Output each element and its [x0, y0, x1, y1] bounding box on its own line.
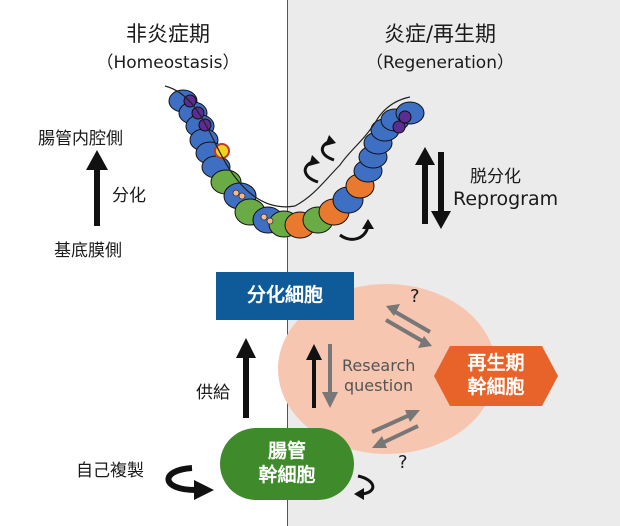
diag-lower-arrow-1 — [371, 412, 413, 434]
homeostasis-subtitle: （Homeostasis） — [96, 53, 240, 73]
basement-side-label: 基底膜側 — [54, 241, 122, 261]
intestinal-stem-cell-label: 腸管 幹細胞 — [220, 428, 354, 500]
regeneration-subtitle: （Regeneration） — [366, 53, 514, 73]
research-question-line1: Research — [342, 356, 416, 375]
right-crypt-cells — [284, 101, 425, 241]
differentiation-label: 分化 — [112, 186, 146, 206]
dedifferentiation-label: 脱分化 — [470, 167, 521, 187]
research-question-line2: question — [344, 376, 414, 395]
self-renewal-label: 自己複製 — [76, 461, 144, 481]
regenerative-stem-cell-line2: 幹細胞 — [467, 376, 525, 398]
right-mucus-line — [294, 96, 411, 207]
homeostasis-title: 非炎症期 — [126, 22, 210, 46]
intestinal-stem-cell-line2: 幹細胞 — [258, 464, 316, 486]
diag-lower-arrow-2 — [379, 424, 419, 446]
lumen-side-label: 腸管内腔側 — [38, 129, 123, 149]
question-mark-upper: ? — [410, 286, 420, 307]
self-renewal-arrow-right — [357, 474, 375, 496]
regeneration-title: 炎症/再生期 — [383, 22, 497, 46]
regenerative-stem-cell-shape — [434, 346, 558, 406]
diag-upper-arrow-2 — [384, 318, 426, 344]
intestinal-stem-cell-line1: 腸管 — [267, 440, 306, 463]
reprogram-label: Reprogram — [453, 188, 559, 210]
left-crypt-cells — [168, 89, 300, 238]
regenerative-stem-cell-line1: 再生期 — [467, 352, 525, 375]
regenerative-stem-cell-label: 再生期 幹細胞 — [434, 346, 558, 406]
intestinal-stem-cell-shape — [220, 428, 354, 500]
self-renewal-arrow-left — [165, 465, 197, 493]
differentiated-cell-box: 分化細胞 — [216, 272, 354, 320]
differentiated-cell-label: 分化細胞 — [246, 284, 323, 307]
diag-upper-arrow-1 — [390, 308, 432, 334]
question-mark-lower: ? — [398, 452, 408, 473]
supply-label: 供給 — [196, 383, 230, 403]
panel-divider — [287, 0, 288, 526]
left-mucus-line — [164, 85, 296, 208]
